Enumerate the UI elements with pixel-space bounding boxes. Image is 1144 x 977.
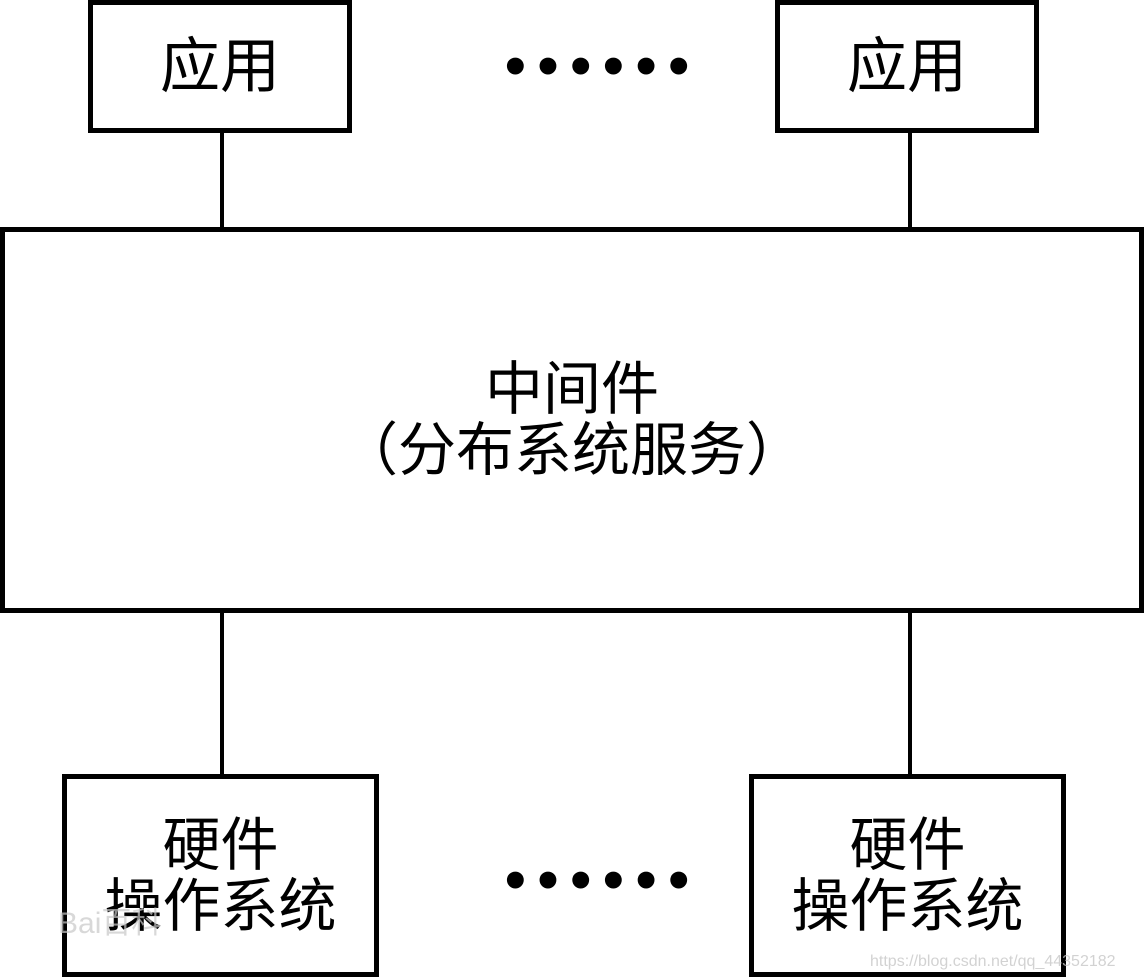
- app-box-right: 应用: [775, 0, 1039, 133]
- watermark-baike: Bai百科: [58, 907, 162, 940]
- connector-app1-middleware: [220, 130, 224, 230]
- platform-os-label: 操作系统: [104, 871, 337, 940]
- ellipsis-top: ••••••: [500, 40, 697, 96]
- platform-os-label: 操作系统: [791, 871, 1024, 940]
- connector-app2-middleware: [908, 130, 912, 230]
- ellipsis-bottom: ••••••: [500, 854, 697, 910]
- middleware-subtitle: （分布系统服务）: [339, 416, 804, 484]
- platform-box-right: 硬件 操作系统: [749, 774, 1066, 977]
- middleware-box: 中间件 （分布系统服务）: [0, 227, 1144, 613]
- app-box-left: 应用: [88, 0, 352, 133]
- platform-box-left: 硬件 操作系统: [62, 774, 379, 977]
- platform-hardware-label: 硬件: [162, 810, 279, 879]
- watermark-csdn: https://blog.csdn.net/qq_44352182: [870, 953, 1116, 970]
- connector-middleware-platform2: [908, 610, 912, 778]
- platform-hardware-label: 硬件: [849, 810, 966, 879]
- app-label: 应用: [847, 31, 967, 102]
- connector-middleware-platform1: [220, 610, 224, 778]
- middleware-title: 中间件: [484, 355, 659, 424]
- app-label: 应用: [160, 31, 280, 102]
